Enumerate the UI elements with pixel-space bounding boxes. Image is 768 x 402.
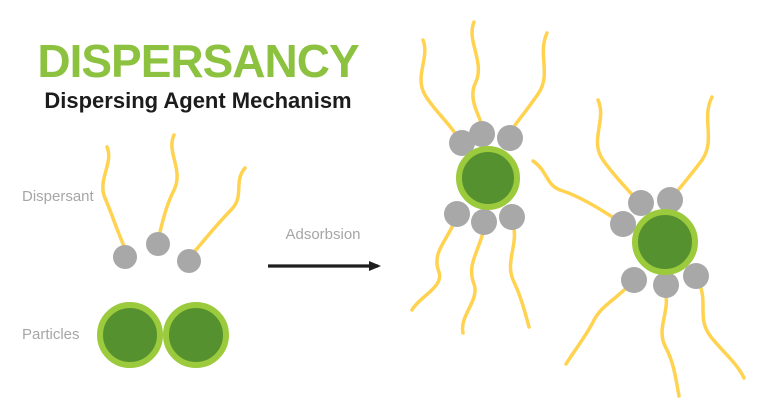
dispersant-heads	[113, 232, 201, 273]
dispersant-head-icon	[610, 211, 636, 237]
coated-particle-1	[410, 20, 549, 335]
dispersant-head-icon	[444, 201, 470, 227]
dispersant-tail-icon	[157, 133, 179, 238]
dispersant-tail-icon	[460, 226, 486, 335]
dispersant-tail-icon	[410, 218, 457, 312]
dispersant-head-icon	[177, 249, 201, 273]
dispersant-tail-icon	[508, 222, 531, 329]
particle-icon	[163, 302, 229, 368]
bare-particles	[97, 302, 229, 368]
dispersant-head-icon	[497, 125, 523, 151]
micelle1-heads	[444, 121, 525, 235]
dispersant-tail-icon	[660, 288, 681, 398]
dispersant-head-icon	[621, 267, 647, 293]
dispersant-tail-icon	[595, 98, 640, 203]
micelle2-tails	[531, 95, 746, 398]
particles-label: Particles	[22, 326, 80, 343]
dispersant-tail-icon	[193, 166, 247, 253]
particle-icon	[456, 146, 520, 210]
dispersant-tail-icon	[419, 38, 459, 138]
dispersant-head-icon	[113, 245, 137, 269]
dispersant-head-icon	[657, 187, 683, 213]
dispersant-head-icon	[146, 232, 170, 256]
dispersant-tail-icon	[508, 31, 549, 134]
page-title: DISPERSANCY	[37, 35, 359, 87]
dispersant-head-icon	[469, 121, 495, 147]
dispersant-tails	[101, 133, 247, 253]
dispersant-head-icon	[653, 272, 679, 298]
micelle2-heads	[610, 187, 709, 298]
dispersant-tail-icon	[101, 145, 126, 248]
particle-icon	[97, 302, 163, 368]
particle-icon	[632, 209, 698, 275]
dispersant-tail-icon	[470, 20, 484, 128]
coated-particle-2	[531, 95, 746, 398]
dispersant-head-icon	[449, 130, 475, 156]
dispersant-tail-icon	[696, 279, 746, 380]
free-dispersants	[101, 133, 247, 273]
dispersant-tail-icon	[669, 95, 714, 201]
dispersant-tail-icon	[531, 159, 622, 224]
dispersant-head-icon	[683, 263, 709, 289]
page-subtitle: Dispersing Agent Mechanism	[44, 88, 352, 113]
dispersant-head-icon	[628, 190, 654, 216]
dispersant-head-icon	[499, 204, 525, 230]
dispersant-tail-icon	[564, 281, 633, 366]
micelle1-tails	[410, 20, 549, 335]
dispersant-head-icon	[471, 209, 497, 235]
adsorption-label: Adsorbsion	[285, 226, 361, 243]
dispersant-label: Dispersant	[22, 188, 94, 205]
